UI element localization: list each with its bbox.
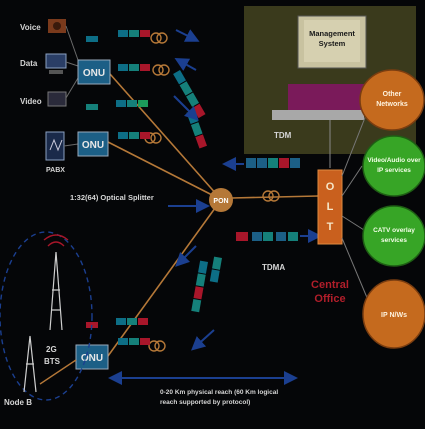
- device-links: [63, 25, 79, 147]
- nodeb-link: [39, 359, 77, 385]
- tdm-frame: [246, 158, 300, 168]
- onu-2-label: ONU: [82, 140, 104, 151]
- onu-2: ONU: [77, 131, 109, 157]
- video-device: [47, 91, 67, 107]
- onu-3: ONU: [75, 344, 109, 370]
- cloud-catv-line2: services: [381, 237, 407, 244]
- onu-3-label: ONU: [81, 353, 103, 364]
- tdma-label: TDMA: [262, 263, 285, 272]
- cloud-ip-networks-label: IP N/Ws: [381, 312, 407, 319]
- management-computer: Management System: [272, 15, 367, 168]
- pon-label: PON: [213, 198, 228, 205]
- management-title: Management: [309, 29, 355, 38]
- flow-arrows: [173, 29, 215, 351]
- reach-label-line2: reach supported by protocol): [160, 399, 250, 406]
- olt-box: O L T: [317, 169, 343, 245]
- cloud-other-networks-line1: Other: [383, 91, 402, 98]
- cloud-video-audio: Video/Audio over IP services: [362, 135, 425, 197]
- cloud-other-networks-line2: Networks: [376, 101, 408, 108]
- central-office-line2: Office: [314, 293, 345, 305]
- bts-label-2g: 2G: [46, 345, 57, 354]
- onu-1: ONU: [77, 59, 111, 85]
- cloud-ip-networks: IP N/Ws: [362, 279, 425, 349]
- data-label: Data: [20, 59, 38, 68]
- cell-boundary: [0, 231, 93, 401]
- bts-label-bts: BTS: [44, 357, 61, 366]
- voice-label: Voice: [20, 23, 41, 32]
- central-office-line1: Central: [311, 279, 349, 291]
- data-device: [45, 53, 67, 74]
- cloud-catv: CATV overlay services: [362, 205, 425, 267]
- cloud-catv-line1: CATV overlay: [373, 227, 415, 234]
- onu-1-label: ONU: [83, 68, 105, 79]
- pabx-label: PABX: [46, 167, 65, 174]
- bts-tower: [43, 234, 69, 331]
- tdm-label: TDM: [274, 131, 292, 140]
- olt-letter-l: L: [327, 201, 334, 213]
- olt-cloud-links: [341, 109, 369, 301]
- cloud-other-networks: Other Networks: [359, 69, 425, 131]
- tdma-frame: [236, 232, 298, 241]
- nodeb-label: Node B: [4, 398, 32, 407]
- nodeb-tower: [23, 335, 37, 393]
- fiber-lines: [107, 73, 319, 357]
- video-label: Video: [20, 97, 42, 106]
- cloud-video-audio-line1: Video/Audio over: [367, 157, 421, 164]
- olt-letter-t: T: [327, 221, 334, 233]
- splitter-label: 1:32(64) Optical Splitter: [70, 193, 154, 202]
- pon-splitter: PON: [209, 188, 233, 212]
- cloud-video-audio-line2: IP services: [377, 167, 411, 174]
- pabx-device: [45, 131, 65, 161]
- management-subtitle: System: [319, 39, 346, 48]
- olt-letter-o: O: [326, 181, 335, 193]
- voice-device: [48, 19, 66, 33]
- reach-label-line1: 0-20 Km physical reach (60 Km logical: [160, 389, 278, 396]
